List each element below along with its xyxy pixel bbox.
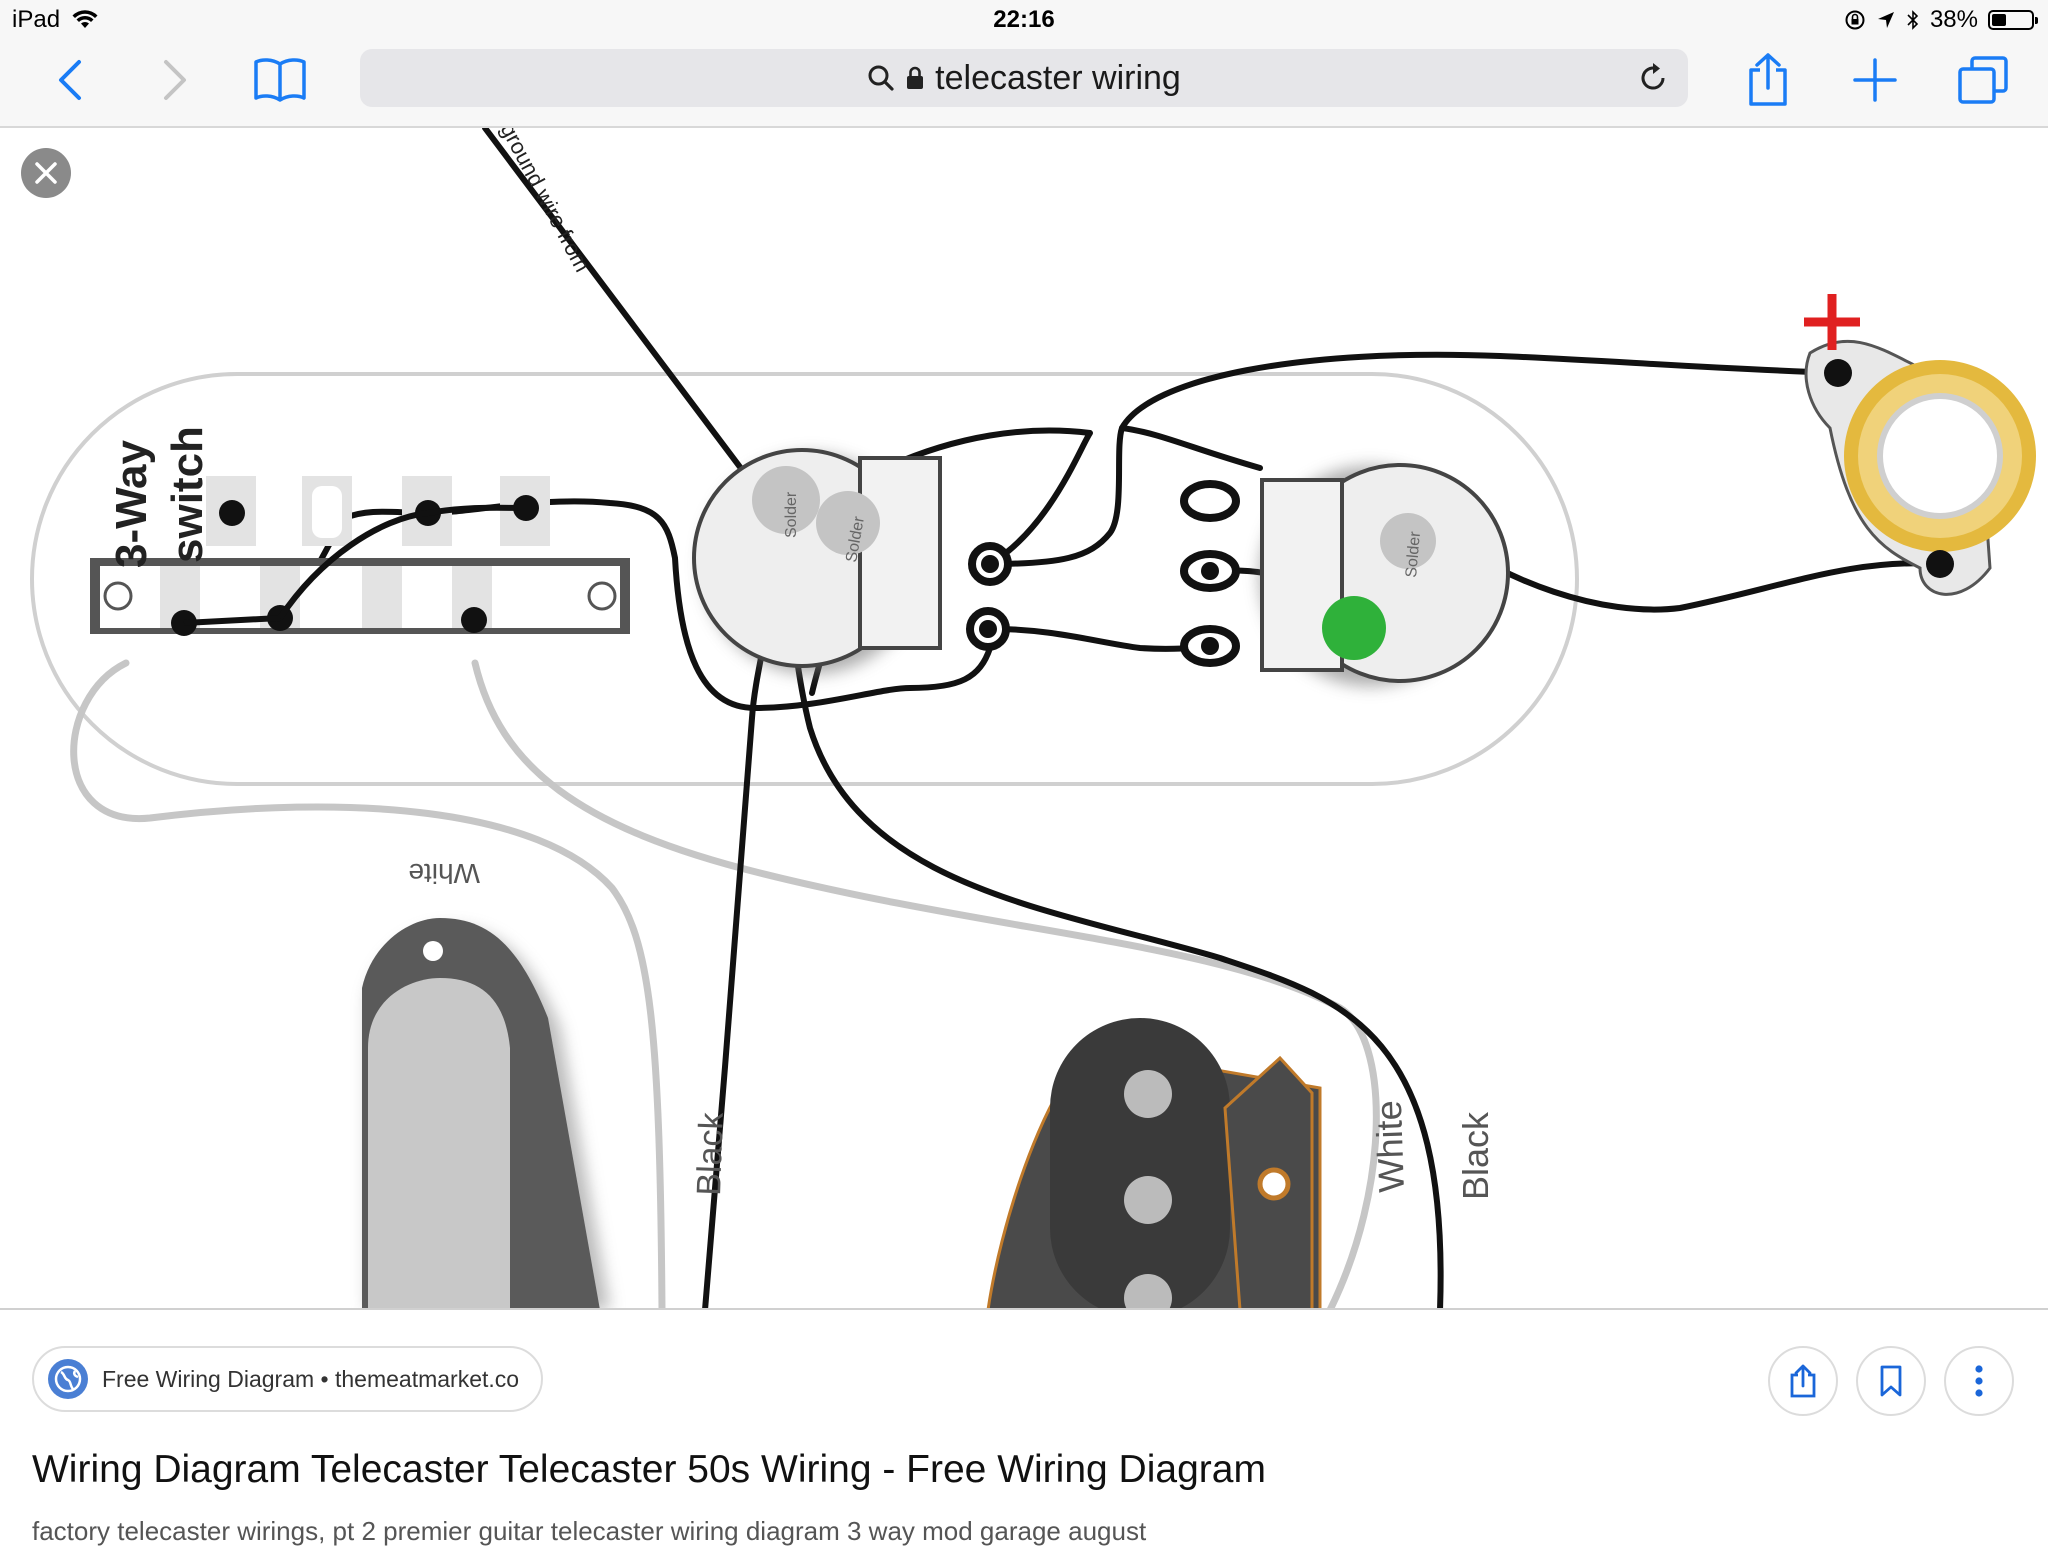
more-vertical-icon: [1975, 1365, 1983, 1397]
lock-icon: [907, 66, 924, 89]
address-bar[interactable]: telecaster wiring: [360, 49, 1688, 107]
plus-mark-icon: [1804, 294, 1860, 350]
white-wires: [70, 659, 1380, 1308]
tone-pot: [1180, 463, 1510, 686]
result-description: factory telecaster wirings, pt 2 premier…: [32, 1516, 1147, 1546]
back-button[interactable]: [35, 50, 105, 110]
book-icon: [254, 58, 306, 102]
control-plate-outline: [30, 372, 1579, 786]
status-bar: iPad 22:16 38%: [0, 0, 2048, 40]
globe-icon: [48, 1359, 88, 1399]
neck-pickup: [362, 918, 610, 1308]
ground-wire-label: ground wire from: [496, 128, 596, 276]
image-viewer: 3-Way switch ground wire from Solder Sol…: [0, 128, 2048, 1310]
capacitor: [1322, 596, 1386, 660]
share-icon: [1749, 53, 1787, 106]
volume-pot: [692, 448, 1012, 674]
switch-label-line2: switch: [163, 426, 212, 563]
black-wire-label-right: Black: [1455, 1111, 1496, 1200]
more-options-button[interactable]: [1944, 1346, 2014, 1416]
bookmark-icon: [1880, 1365, 1902, 1397]
white-wire-label-right: White: [1368, 1100, 1412, 1193]
new-tab-button[interactable]: [1840, 50, 1910, 110]
source-text: Free Wiring Diagram • themeatmarket.co: [102, 1365, 520, 1392]
chevron-left-icon: [59, 60, 81, 100]
location-icon: [1877, 12, 1894, 28]
wiring-diagram[interactable]: 3-Way switch ground wire from Solder Sol…: [0, 128, 2048, 1310]
share-button[interactable]: [1733, 50, 1803, 110]
forward-button[interactable]: [140, 50, 210, 110]
tabs-button[interactable]: [1948, 50, 2018, 110]
solder-label-3: Solder: [1403, 530, 1424, 578]
output-jack: [1804, 339, 2036, 596]
plus-icon: [1853, 58, 1897, 102]
black-wire-label-left: Black: [690, 1111, 731, 1196]
orientation-lock-icon: [1845, 10, 1865, 30]
three-way-switch: [90, 476, 630, 636]
browser-toolbar: telecaster wiring: [0, 40, 2048, 128]
share-result-button[interactable]: [1768, 1346, 1838, 1416]
clock: 22:16: [993, 6, 1055, 33]
close-button[interactable]: [21, 148, 71, 198]
result-info-panel: Free Wiring Diagram • themeatmarket.co W…: [0, 1310, 2048, 1546]
wifi-icon: [72, 10, 98, 28]
reload-button[interactable]: [1636, 61, 1670, 95]
result-title[interactable]: Wiring Diagram Telecaster Telecaster 50s…: [32, 1448, 1266, 1491]
share-icon: [1790, 1364, 1816, 1398]
solder-label-1: Solder: [783, 491, 800, 538]
battery-icon: [1988, 10, 2038, 30]
save-button[interactable]: [1856, 1346, 1926, 1416]
close-icon: [35, 162, 57, 184]
bridge-pickup: [986, 1018, 1322, 1308]
device-name: iPad: [12, 6, 61, 33]
reload-icon: [1641, 63, 1665, 90]
address-text: telecaster wiring: [935, 58, 1181, 97]
bluetooth-icon: [1907, 10, 1919, 30]
battery-percent: 38%: [1929, 6, 1978, 33]
tabs-icon: [1958, 56, 2008, 104]
search-icon: [868, 65, 894, 91]
switch-label-line1: 3-Way: [107, 440, 156, 568]
source-link[interactable]: Free Wiring Diagram • themeatmarket.co: [32, 1346, 544, 1412]
battery-fill: [1992, 14, 2006, 26]
chevron-right-icon: [164, 60, 186, 100]
bookmarks-button[interactable]: [245, 50, 315, 110]
white-wire-label-top: White: [408, 858, 480, 889]
